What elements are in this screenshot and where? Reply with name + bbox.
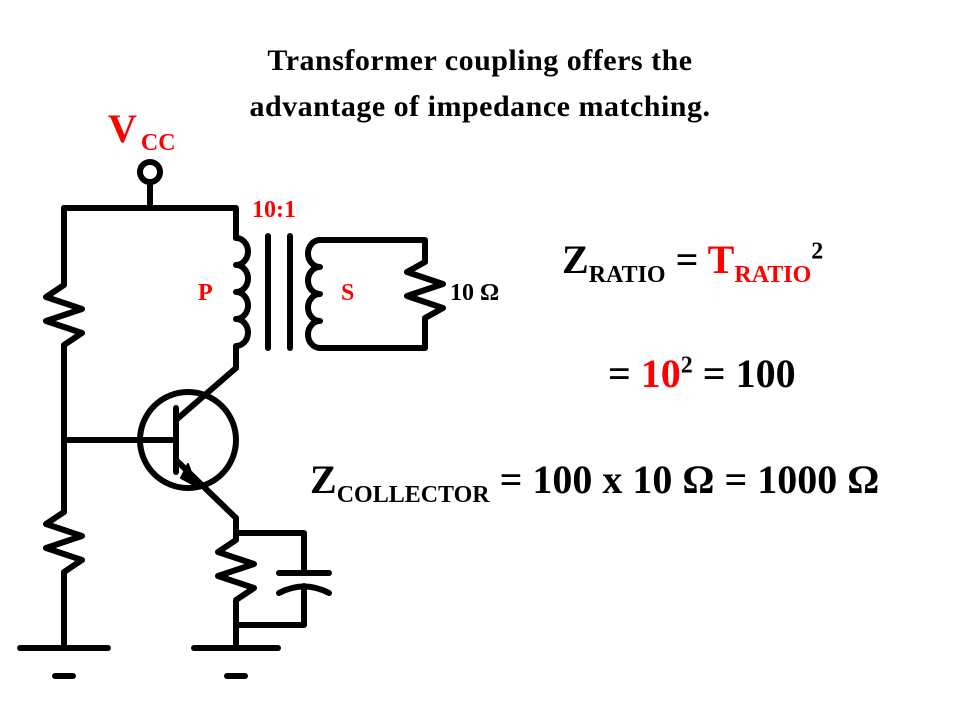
bias-resistor-r2 bbox=[43, 509, 85, 648]
cap-bottom-wire bbox=[233, 583, 307, 628]
eq1-lhs: Z bbox=[562, 237, 589, 282]
emitter-arrow bbox=[180, 463, 197, 487]
primary-label: P bbox=[198, 280, 213, 306]
title-line-1: Transformer coupling offers the bbox=[267, 44, 693, 77]
top-rail bbox=[61, 205, 239, 241]
emitter-resistor bbox=[215, 515, 257, 648]
load-resistance-label: 10 Ω bbox=[450, 280, 499, 306]
equation-ratio-value: = 102 = 100 bbox=[608, 350, 796, 397]
bias-resistor-r1 bbox=[43, 205, 85, 515]
eq3-lhs: Z bbox=[310, 457, 337, 502]
equation-impedance-ratio: ZRATIO = TRATIO2 bbox=[562, 236, 823, 289]
primary-coil bbox=[233, 235, 251, 371]
eq2-suffix: = 100 bbox=[702, 351, 796, 396]
eq2-base: 10 bbox=[640, 351, 681, 396]
eq1-rhs-superscript: 2 bbox=[811, 238, 824, 265]
eq2-prefix: = bbox=[608, 351, 631, 396]
eq1-rhs-subscript: RATIO bbox=[734, 262, 812, 288]
eq3-lhs-subscript: COLLECTOR bbox=[336, 482, 490, 508]
cap-top-wire bbox=[233, 530, 307, 576]
turns-ratio-label: 10:1 bbox=[252, 197, 296, 223]
secondary-label: S bbox=[341, 280, 354, 306]
secondary-coil bbox=[305, 237, 323, 351]
collector-lead bbox=[173, 365, 239, 423]
title-line-2: advantage of impedance matching. bbox=[249, 90, 711, 123]
eq1-rhs: T bbox=[707, 237, 735, 282]
eq2-superscript: 2 bbox=[680, 352, 693, 379]
equation-collector-impedance: ZCOLLECTOR = 100 x 10 Ω = 1000 Ω bbox=[310, 456, 879, 509]
eq1-operator: = bbox=[675, 237, 699, 282]
eq3-rhs: = 100 x 10 Ω = 1000 Ω bbox=[499, 457, 880, 502]
eq1-lhs-subscript: RATIO bbox=[588, 262, 666, 288]
transistor-body bbox=[137, 389, 239, 491]
load-resistor bbox=[317, 237, 446, 351]
